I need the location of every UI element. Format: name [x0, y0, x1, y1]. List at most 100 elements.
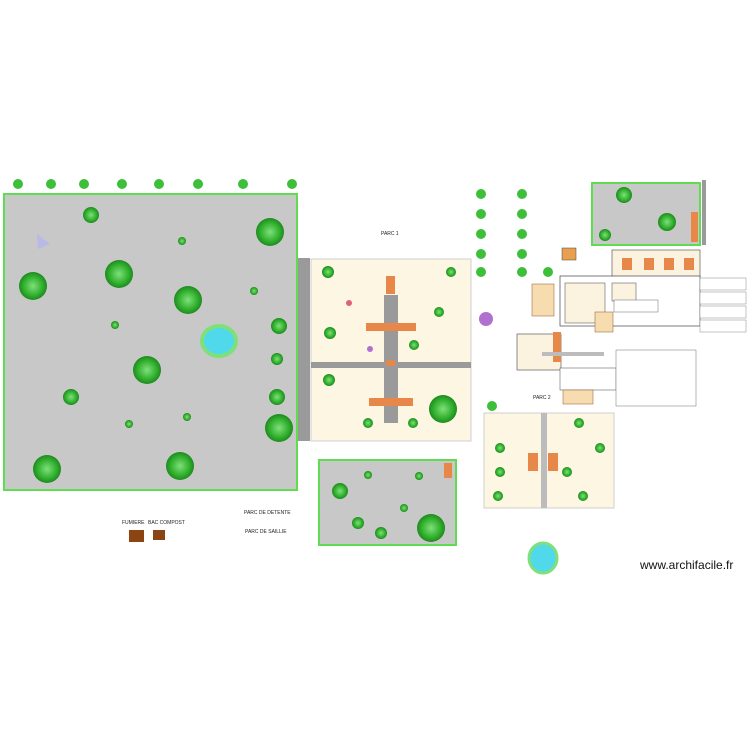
- fumiere-icon: [129, 530, 144, 542]
- stable-buildings: [516, 247, 747, 407]
- tree-icon: [183, 413, 191, 421]
- tree-icon: [125, 420, 133, 428]
- tree-icon: [265, 414, 293, 442]
- tree-icon: [63, 389, 79, 405]
- tree-icon: [105, 260, 133, 288]
- tree-icon: [133, 356, 161, 384]
- shrub-icon: [476, 229, 486, 239]
- tree-icon: [495, 467, 505, 477]
- flower-icon: [479, 312, 493, 326]
- shelter-icon: [528, 453, 538, 471]
- tree-icon: [83, 207, 99, 223]
- tree-icon: [346, 300, 352, 306]
- tree-icon: [562, 467, 572, 477]
- shrub-row-top: [13, 179, 297, 189]
- shrub-icon: [46, 179, 56, 189]
- big-field: [3, 193, 298, 491]
- parc-detente-label: PARC DE DETENTE: [244, 510, 291, 516]
- tree-icon: [409, 340, 419, 350]
- stairs-icon: [594, 311, 614, 333]
- watermark: www.archifacile.fr: [640, 558, 734, 572]
- shrub-icon: [517, 267, 527, 277]
- tree-icon: [332, 483, 348, 499]
- shrub-icon: [476, 267, 486, 277]
- shrub-icon: [517, 209, 527, 219]
- field-marker-icon: [37, 234, 50, 249]
- tree-icon: [250, 287, 258, 295]
- tree-icon: [434, 307, 444, 317]
- tree-group-parc2: [493, 418, 605, 501]
- parc2-label: PARC 2: [533, 395, 551, 401]
- tree-icon: [495, 443, 505, 453]
- tree-icon: [174, 286, 202, 314]
- tree-icon: [375, 527, 387, 539]
- shrub-icon: [238, 179, 248, 189]
- shelter-icon: [444, 463, 452, 478]
- tree-icon: [178, 237, 186, 245]
- tree-icon: [574, 418, 584, 428]
- shrub-icon: [117, 179, 127, 189]
- shrub-icon: [476, 249, 486, 259]
- compost-bin-icon: [153, 530, 165, 540]
- tree-group-big-field: [19, 207, 293, 483]
- tree-group-parc1: [322, 266, 457, 428]
- tree-icon: [415, 472, 423, 480]
- tree-icon: [616, 187, 632, 203]
- pond-icon: [200, 324, 238, 358]
- tree-icon: [322, 266, 334, 278]
- pond-icon: [527, 541, 559, 575]
- tree-icon: [364, 471, 372, 479]
- tree-icon: [33, 455, 61, 483]
- parc-saillie-label: PARC DE SAILLIE: [245, 529, 287, 535]
- flower-icon: [367, 346, 373, 352]
- tree-icon: [658, 213, 676, 231]
- shrub-columns: [476, 189, 553, 411]
- tree-icon: [269, 389, 285, 405]
- tree-icon: [111, 321, 119, 329]
- shrub-icon: [476, 209, 486, 219]
- parc1-label: PARC 1: [381, 231, 399, 237]
- tree-group-saillie: [332, 471, 445, 542]
- tree-icon: [417, 514, 445, 542]
- shelter-icon: [386, 360, 395, 366]
- tree-icon: [256, 218, 284, 246]
- tree-icon: [599, 229, 611, 241]
- shrub-icon: [79, 179, 89, 189]
- shelter-icon: [369, 398, 413, 406]
- tree-icon: [324, 327, 336, 339]
- shrub-icon: [543, 267, 553, 277]
- tree-icon: [271, 318, 287, 334]
- tree-icon: [352, 517, 364, 529]
- shelter-icon: [691, 212, 698, 242]
- tree-icon: [429, 395, 457, 423]
- shelter-icon: [548, 453, 558, 471]
- tree-icon: [271, 353, 283, 365]
- shelter-icon: [386, 276, 395, 294]
- tree-icon: [595, 443, 605, 453]
- shrub-icon: [13, 179, 23, 189]
- shrub-icon: [517, 229, 527, 239]
- tree-group-top-right: [599, 187, 676, 241]
- shrub-icon: [287, 179, 297, 189]
- tree-icon: [400, 504, 408, 512]
- stairs-icon: [562, 389, 594, 405]
- shrub-icon: [476, 189, 486, 199]
- shrub-icon: [193, 179, 203, 189]
- tree-icon: [19, 272, 47, 300]
- bac-compost-label: BAC COMPOST: [148, 520, 185, 526]
- shelter-icon: [366, 323, 416, 331]
- tree-icon: [323, 374, 335, 386]
- shrub-icon: [517, 249, 527, 259]
- shrub-icon: [487, 401, 497, 411]
- parc2-paddock: [483, 412, 615, 509]
- wall: [702, 180, 706, 245]
- shrub-icon: [517, 189, 527, 199]
- tree-icon: [493, 491, 503, 501]
- parc2-corridor: [541, 413, 547, 508]
- tree-icon: [578, 491, 588, 501]
- stairs-icon: [531, 283, 555, 317]
- tree-icon: [408, 418, 418, 428]
- shrub-icon: [154, 179, 164, 189]
